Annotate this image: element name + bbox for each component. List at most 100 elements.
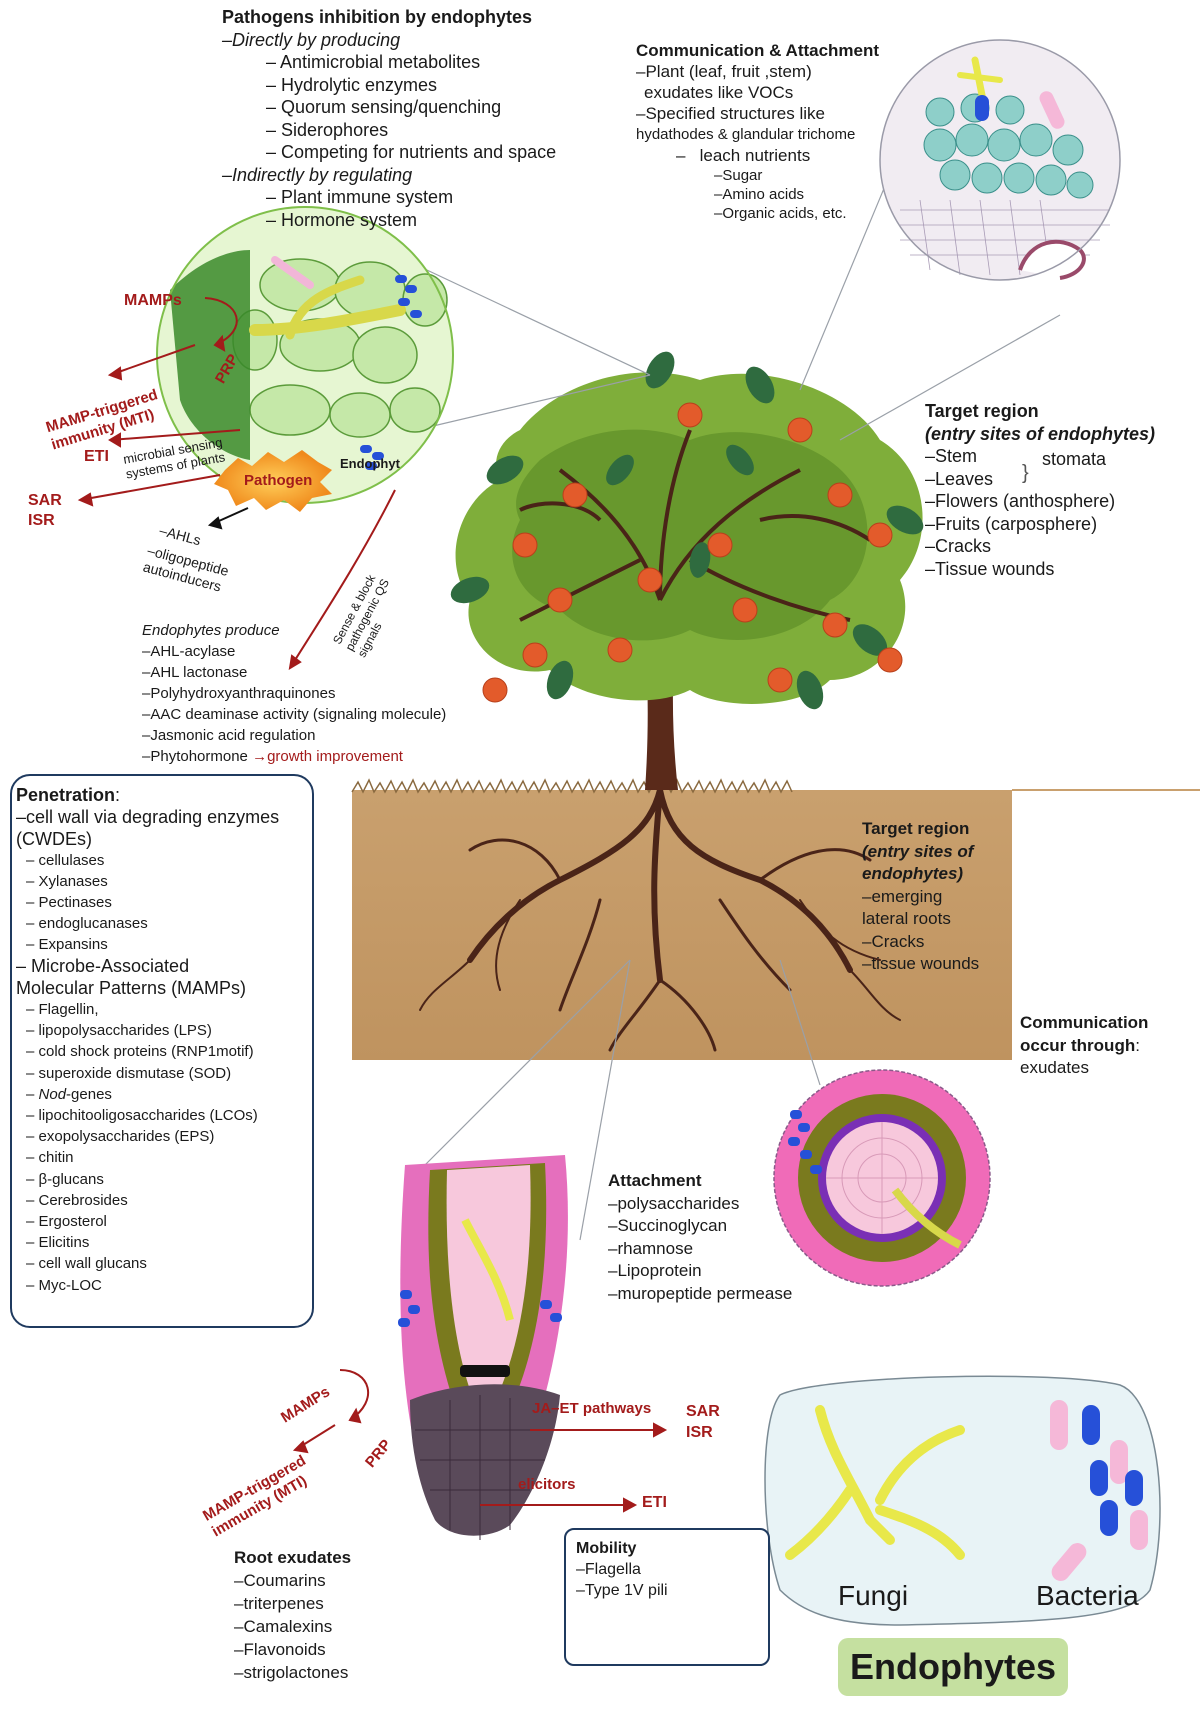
occur-through: occur through: [1020, 1035, 1136, 1055]
endophytes-banner: Endophytes: [849, 1646, 1056, 1687]
leaf-signal-arrows: [77, 297, 396, 670]
direct-heading: –Directly by producing: [222, 29, 401, 50]
pathogen-blob: [214, 450, 332, 512]
cwde-item: – Expansins: [26, 936, 108, 953]
target-region-item: –Flowers (anthosphere): [925, 491, 1116, 511]
leaf-section-circle: [156, 206, 454, 504]
mamp-item: – Flagellin,: [26, 1001, 99, 1018]
cwde-item: – cellulases: [26, 852, 105, 869]
endophytes-produce-block: Endophytes produce –AHL-acylase –AHL lac…: [142, 620, 446, 767]
communication-root-block: Communication occur through: exudates: [1020, 1012, 1148, 1080]
direct-item: – Antimicrobial metabolites: [266, 52, 481, 72]
target-region-item: –Leaves: [925, 468, 994, 489]
penetration-title: Penetration: [16, 785, 116, 805]
ca-sub-item: –Amino acids: [714, 186, 805, 203]
ca-sub-item: –Organic acids, etc.: [714, 205, 847, 222]
attachment-title: Attachment: [608, 1171, 702, 1190]
bacteria-label: Bacteria: [1036, 1580, 1139, 1611]
communication-line1: Communication: [1020, 1013, 1149, 1032]
occur-colon: :: [1135, 1035, 1140, 1055]
communication-line2: occur through:: [1020, 1035, 1148, 1058]
root-target-item: –emerging: [862, 886, 943, 906]
root-exudates-block: Root exudates –Coumarins –triterpenes –C…: [234, 1546, 351, 1684]
ca-line: exudates like VOCs: [644, 83, 794, 102]
endophyte-label: Endophyt: [340, 456, 400, 471]
penetration-line: (CWDEs): [16, 829, 92, 849]
attachment-item: –Lipoprotein: [608, 1261, 702, 1280]
microscopy-circle: [879, 39, 1121, 281]
zoom-connectors: [394, 149, 1061, 1241]
penetration-heading: Penetration:: [16, 784, 312, 806]
produce-item: –Jasmonic acid regulation: [142, 727, 316, 744]
ca-line: – leach nutrients: [676, 146, 811, 165]
mamp-item: – chitin: [26, 1149, 74, 1167]
root-exudates-title: Root exudates: [234, 1548, 352, 1567]
mobility-content: Mobility –Flagella –Type 1V pili: [576, 1538, 668, 1601]
grass-fringe: [351, 778, 793, 794]
elicitors-label: elicitors: [518, 1476, 576, 1493]
mamp-item: – exopolysaccharides (EPS): [26, 1128, 215, 1146]
stomata-label: stomata: [1042, 449, 1107, 469]
root-target-title2: (entry sites of: [862, 841, 974, 861]
communication-attachment-title: Communication & Attachment: [636, 41, 880, 60]
communication-line3: exudates: [1020, 1058, 1089, 1077]
mamp-line: Molecular Patterns (MAMPs): [16, 978, 247, 998]
endophytes-produce-title: Endophytes produce: [142, 622, 280, 639]
ca-line: –Plant (leaf, fruit ,stem): [636, 62, 812, 81]
produce-item: –Polyhydroxyanthraquinones: [142, 685, 336, 702]
root-target-item: –Cracks: [862, 931, 925, 951]
root-target-title3: endophytes): [862, 864, 964, 883]
target-region-item: –Stem: [925, 446, 978, 466]
leaf-mamps-label: MAMPs: [124, 292, 182, 309]
mamp-item: – lipochitooligosaccharides (LCOs): [26, 1107, 258, 1125]
root-exudate-item: –Coumarins: [234, 1571, 326, 1590]
phytohormone-line: –Phytohormone →growth improvement: [142, 746, 446, 767]
mamp-item: – cell wall glucans: [26, 1255, 147, 1273]
root-eti-label: ETI: [642, 1494, 667, 1511]
root-signal-arrows: [292, 1369, 668, 1513]
tree-roots: [419, 787, 901, 1052]
penetration-box: Penetration: –cell wall via degrading en…: [10, 774, 314, 1328]
root-isr-label: ISR: [686, 1424, 713, 1441]
indirect-heading: –Indirectly by regulating: [222, 164, 413, 185]
attachment-item: –Succinoglycan: [608, 1216, 728, 1235]
target-region-above-block: Target region (entry sites of endophytes…: [925, 400, 1155, 580]
root-tip: [398, 1155, 568, 1540]
root-target-item: –tissue wounds: [862, 954, 980, 973]
mamp-list: – Flagellin, – lipopolysaccharides (LPS)…: [16, 999, 312, 1296]
root-exudate-item: –triterpenes: [234, 1594, 324, 1613]
root-sar-label: SAR: [686, 1403, 720, 1420]
ja-et-label: JA–ET pathways: [532, 1400, 652, 1417]
attachment-block: Attachment –polysaccharides –Succinoglyc…: [608, 1170, 792, 1305]
direct-item: – Hydrolytic enzymes: [266, 74, 438, 95]
attachment-item: –rhamnose: [608, 1238, 694, 1258]
target-region-subtitle: (entry sites of endophytes): [925, 423, 1156, 444]
mobility-title: Mobility: [576, 1540, 637, 1557]
attachment-item: –polysaccharides: [608, 1193, 740, 1213]
ca-line: –Specified structures like: [636, 104, 825, 123]
leaf-sar-label: SAR: [28, 492, 62, 509]
produce-item: –AAC deaminase activity (signaling molec…: [142, 706, 447, 723]
direct-item: – Quorum sensing/quenching: [266, 97, 502, 117]
penetration-content: Penetration: –cell wall via degrading en…: [16, 784, 312, 1296]
nod-dash: –: [26, 1085, 39, 1103]
mamp-item: – Cerebrosides: [26, 1191, 128, 1209]
target-region-item: –Fruits (carposphere): [925, 513, 1098, 534]
root-exudate-item: –strigolactones: [234, 1663, 349, 1682]
ca-line: hydathodes & glandular trichome: [636, 126, 856, 143]
attachment-item: –muropeptide permease: [608, 1283, 793, 1303]
target-region-root-block: Target region (entry sites of endophytes…: [862, 818, 979, 976]
produce-item: –AHL lactonase: [142, 664, 248, 681]
mobility-item: –Flagella: [576, 1561, 641, 1578]
produce-item: –AHL-acylase: [142, 643, 236, 660]
cwde-item: – Pectinases: [26, 894, 112, 911]
stomata-brace: }: [1022, 462, 1029, 484]
cwde-item: – Xylanases: [26, 873, 108, 890]
leaf-isr-label: ISR: [28, 512, 55, 529]
mobility-box: Mobility –Flagella –Type 1V pili: [564, 1528, 770, 1666]
phytohormone-label: –Phytohormone: [142, 748, 248, 765]
tree-canopy: [450, 351, 924, 710]
root-target-title: Target region: [862, 819, 970, 838]
